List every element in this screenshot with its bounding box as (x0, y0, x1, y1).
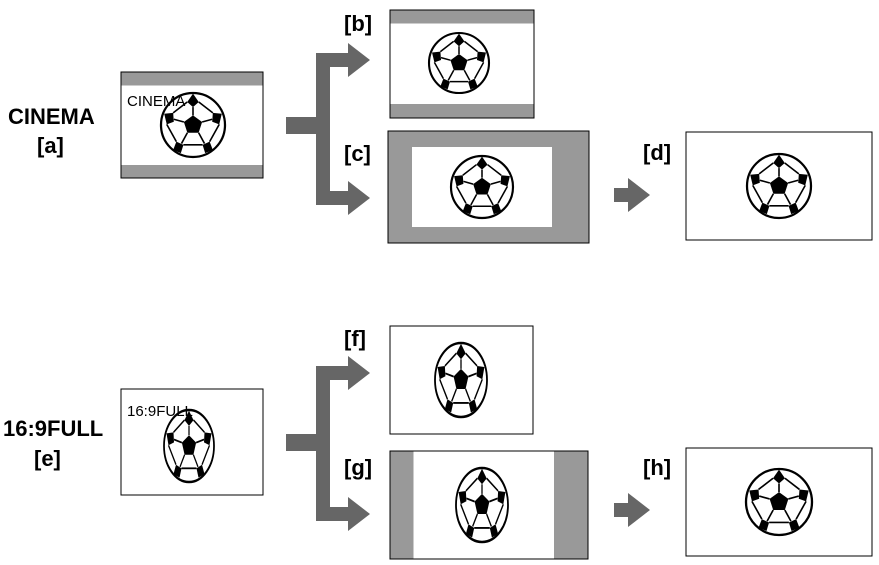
label-d: [d] (643, 140, 671, 165)
soccer-ball-icon (435, 343, 487, 417)
soccer-ball-icon (451, 156, 513, 218)
arrow-right-icon (286, 43, 370, 215)
mode-label-cinema: CINEMA (8, 104, 95, 129)
label-h: [h] (643, 455, 671, 480)
label-a: [a] (37, 133, 64, 158)
arrow-right-icon (286, 356, 370, 531)
soccer-ball-icon (747, 154, 811, 218)
osd-cinema: CINEMA (127, 93, 185, 110)
screen-d (685, 131, 873, 241)
screen-b (389, 9, 535, 119)
screen-c (387, 130, 590, 244)
soccer-ball-icon (746, 469, 812, 535)
soccer-ball-icon (164, 410, 214, 482)
screen-e: 16:9FULL (120, 388, 264, 495)
arrow-right-icon (614, 493, 650, 527)
label-g: [g] (344, 455, 372, 480)
osd-169full: 16:9FULL (127, 403, 193, 420)
label-f: [f] (344, 326, 366, 351)
mode-label-169full: 16:9FULL (3, 416, 103, 441)
arrow-right-icon (614, 178, 650, 212)
screen-f (389, 326, 534, 434)
soccer-ball-icon (456, 468, 508, 542)
screen-g (389, 451, 589, 559)
screen-a: CINEMA (120, 71, 264, 179)
label-b: [b] (344, 11, 372, 36)
screen-h (685, 447, 873, 557)
soccer-ball-icon (429, 33, 489, 93)
label-e: [e] (34, 446, 61, 471)
label-c: [c] (344, 141, 371, 166)
